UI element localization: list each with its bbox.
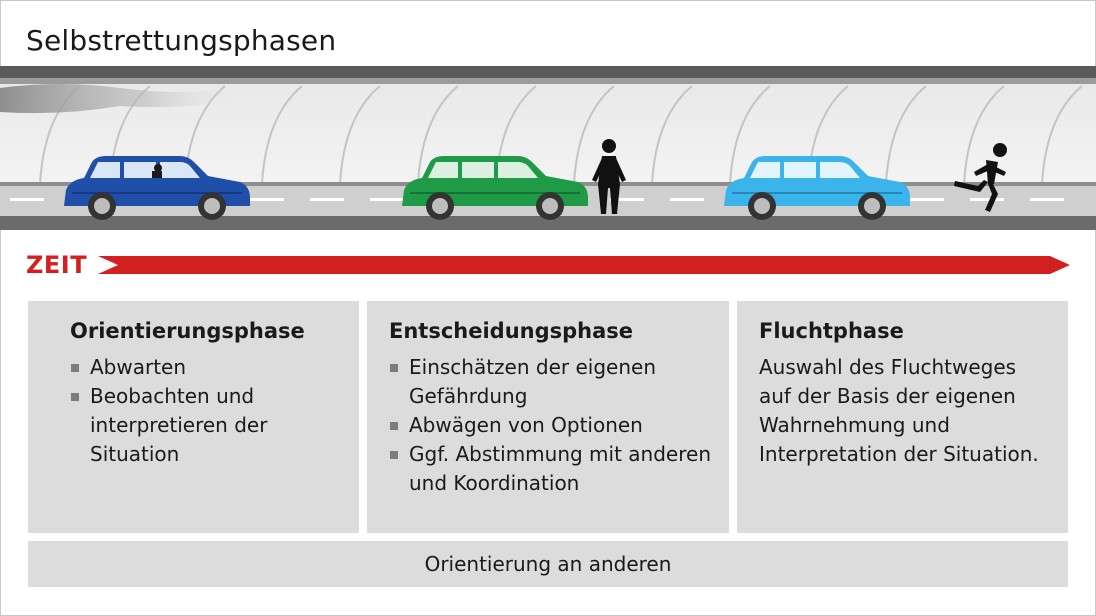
list-item: Ggf. Abstimmung mit anderen und Koordina… — [389, 440, 713, 498]
car-lightblue — [724, 156, 910, 220]
phase-box-orientierung: Orientierungsphase Abwarten Beobachten u… — [28, 301, 359, 533]
phase-box-entscheidung: Entscheidungsphase Einschätzen der eigen… — [367, 301, 729, 533]
phase-bullets: Abwarten Beobachten und interpretieren d… — [70, 353, 343, 469]
person-running-icon — [954, 143, 1007, 212]
person-standing-icon — [592, 139, 626, 214]
phase-heading: Fluchtphase — [759, 319, 904, 343]
tunnel-illustration — [0, 66, 1096, 230]
list-item: Abwägen von Optionen — [389, 411, 713, 440]
timeline-label: ZEIT — [26, 251, 88, 279]
timeline: ZEIT — [26, 251, 1070, 279]
footer-text: Orientierung an anderen — [424, 552, 672, 576]
phase-bullets: Einschätzen der eigenen Gefährdung Abwäg… — [389, 353, 713, 498]
tunnel-ceiling — [0, 66, 1096, 78]
page-title: Selbstrettungsphasen — [26, 24, 337, 57]
car-blue — [64, 156, 250, 220]
car-green — [402, 156, 588, 220]
phase-text: Auswahl des Fluchtweges auf der Basis de… — [759, 355, 1039, 466]
footer-box: Orientierung an anderen — [28, 541, 1068, 587]
list-item: Abwarten — [70, 353, 343, 382]
list-item: Beobachten und interpretieren der Situat… — [70, 382, 343, 469]
smoke — [0, 84, 240, 114]
phase-heading: Entscheidungsphase — [389, 319, 634, 343]
phase-box-flucht: Fluchtphase Auswahl des Fluchtweges auf … — [737, 301, 1068, 533]
timeline-arrow — [98, 256, 1070, 274]
phase-heading: Orientierungsphase — [70, 319, 305, 343]
list-item: Einschätzen der eigenen Gefährdung — [389, 353, 713, 411]
